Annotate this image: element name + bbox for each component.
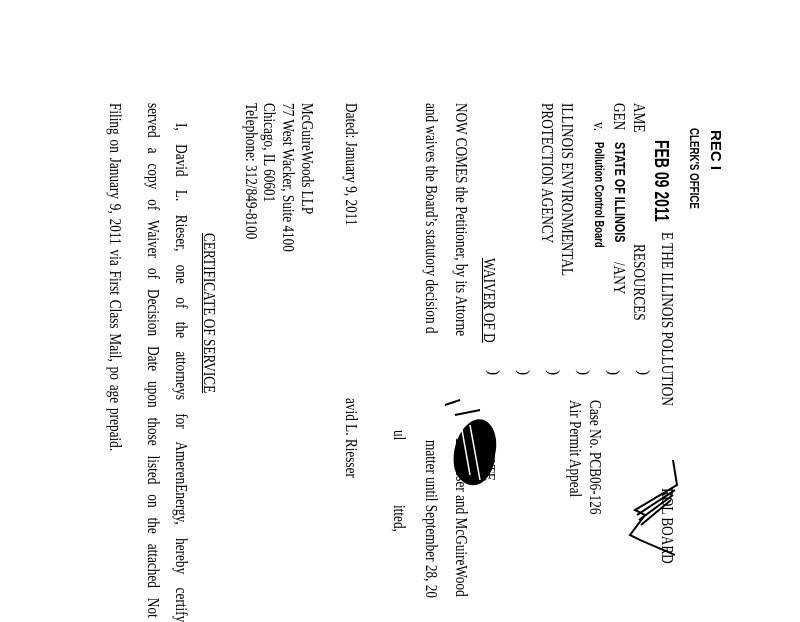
stamp-rec: REC I [707,130,724,171]
certificate-line-3: Filing on January 9, 2011 via First Clas… [106,103,125,452]
stamp-state: STATE OF ILLINOIS [611,142,628,243]
scribble-mark [628,459,679,556]
paragraph-line-1a: NOW COMES the Petitioner, by its Attorne [452,103,471,337]
firm-city: Chicago, IL 60601 [260,103,279,203]
firm-phone: Telephone: 312/849-8100 [242,103,261,240]
paragraph-line-3b: itted, [390,505,409,532]
petitioner-line-2b: /ANY [610,262,629,295]
paragraph-line-2a: and waives the Board’s statutory decisio… [422,103,441,334]
firm-street: 77 West Wacker, Suite 4100 [279,103,298,252]
caption-parens: ) ) ) ) ) ) [492,364,652,381]
dated: Dated: January 9, 2011 [342,103,361,226]
case-number: Case No. PCB06-126 [586,400,605,515]
versus: v. [590,122,609,132]
stamp-office: CLERK'S OFFICE [687,128,702,209]
stamp-date: FEB 09 2011 [650,140,672,222]
paragraph-line-3a: ul [390,430,409,441]
signature [444,399,497,486]
paragraph-line-2b: matter until September 28, 20 [422,440,441,598]
petitioner-line-2a: GEN [610,103,629,131]
petitioner-line-1a: AME [630,103,649,133]
firm-name: McGuireWoods LLP [298,103,317,215]
certificate-heading: CERTIFICATE OF SERVICE [200,233,219,394]
petitioner-line-1b: RESOURCES [630,244,649,321]
heading-waiver-a: WAIVER OF D [480,258,499,343]
respondent-line-1: ILLINOIS ENVIRONMENTAL [558,103,577,277]
respondent-line-2: PROTECTION AGENCY [538,103,557,244]
certificate-line-2: served a copy of Waiver of Decision Date… [144,103,163,618]
signer-name: avid L. Riesser [342,398,361,478]
header-title-left: E THE ILLINOIS POLLUTION [658,232,677,406]
certificate-line-1: I, David L. Rieser, one of the attorneys… [172,123,191,622]
stamp-board: Pollution Control Board [592,142,607,248]
case-type: Air Permit Appeal [566,400,585,498]
